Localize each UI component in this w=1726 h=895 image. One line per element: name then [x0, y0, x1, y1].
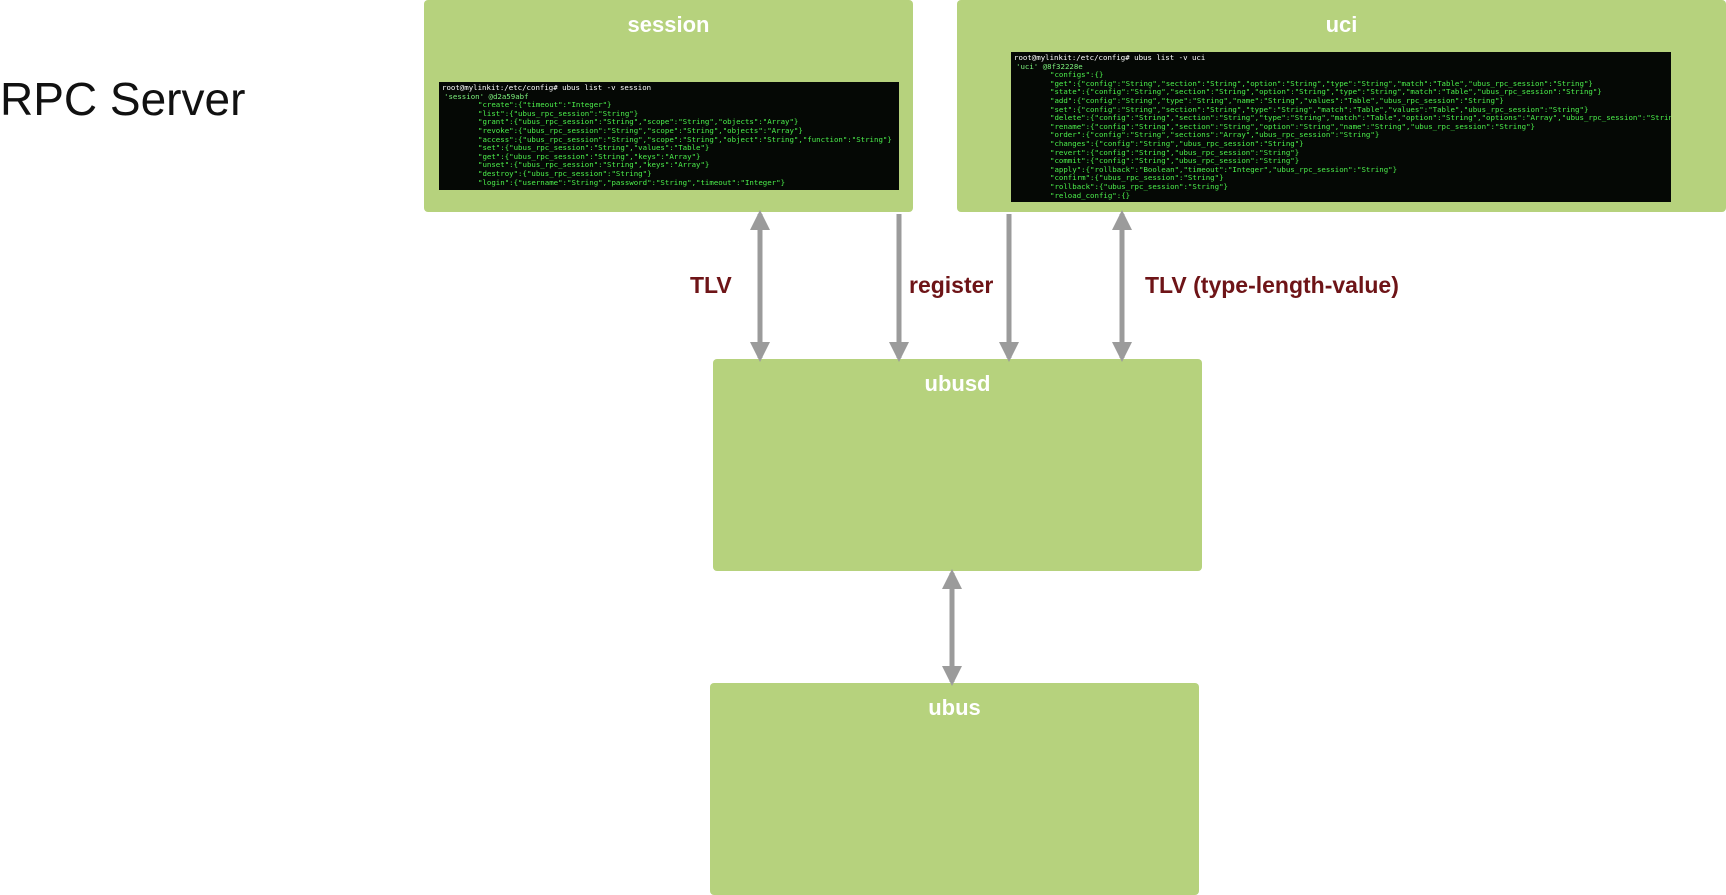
terminal-method-list: "create":{"timeout":"Integer"}"list":{"u…	[442, 101, 896, 187]
uci-node-label: uci	[1325, 12, 1358, 37]
edge-label-register: register	[909, 272, 994, 298]
ubusd-node-label: ubusd	[924, 371, 991, 396]
terminal-method-line: "changes":{"config":"String","ubus_rpc_s…	[1050, 138, 1304, 148]
terminal-method-line: "add":{"config":"String","type":"String"…	[1050, 95, 1504, 105]
edge-label-tlv-type-length-value: TLV (type-length-value)	[1145, 272, 1399, 298]
session-node-label: session	[627, 12, 710, 37]
uci-node: uci root@mylinkit:/etc/config# ubus list…	[957, 0, 1726, 212]
terminal-method-line: "apply":{"rollback":"Boolean","timeout":…	[1050, 164, 1398, 174]
terminal-method-line: "reload_config":{}	[1050, 190, 1131, 200]
session-node: session root@mylinkit:/etc/config# ubus …	[424, 0, 913, 212]
terminal-method-line: "grant":{"ubus_rpc_session":"String","sc…	[478, 117, 799, 127]
terminal-method-line: "set":{"config":"String","section":"Stri…	[1050, 104, 1589, 114]
terminal-method-line: "get":{"ubus_rpc_session":"String","keys…	[478, 151, 701, 161]
ubus-node: ubus	[710, 683, 1199, 895]
terminal-method-line: "access":{"ubus_rpc_session":"String","s…	[478, 134, 892, 144]
terminal-method-line: "commit":{"config":"String","ubus_rpc_se…	[1050, 156, 1300, 166]
uci-terminal: root@mylinkit:/etc/config# ubus list -v …	[1011, 52, 1671, 202]
terminal-method-line: "get":{"config":"String","section":"Stri…	[1050, 78, 1593, 88]
terminal-method-line: "delete":{"config":"String","section":"S…	[1050, 113, 1671, 123]
terminal-method-line: "rollback":{"ubus_rpc_session":"String"}	[1050, 181, 1228, 191]
terminal-method-line: "state":{"config":"String","section":"St…	[1050, 87, 1602, 97]
session-terminal: root@mylinkit:/etc/config# ubus list -v …	[439, 82, 899, 190]
terminal-method-line: "order":{"config":"String","sections":"A…	[1050, 130, 1380, 140]
terminal-prompt: root@mylinkit:/etc/config# ubus list -v …	[442, 83, 652, 92]
terminal-method-line: "list":{"ubus_rpc_session":"String"}	[478, 108, 639, 118]
ubusd-node: ubusd	[713, 359, 1202, 571]
edge-label-tlv: TLV	[690, 272, 732, 298]
terminal-method-line: "destroy":{"ubus_rpc_session":"String"}	[478, 168, 652, 178]
ubus-node-label: ubus	[928, 695, 981, 720]
terminal-method-line: "revoke":{"ubus_rpc_session":"String","s…	[478, 125, 803, 135]
terminal-method-line: "rename":{"config":"String","section":"S…	[1050, 121, 1535, 131]
terminal-method-line: "unset":{"ubus_rpc_session":"String","ke…	[478, 160, 710, 170]
terminal-prompt: root@mylinkit:/etc/config# ubus list -v …	[1014, 53, 1206, 62]
terminal-method-line: "revert":{"config":"String","ubus_rpc_se…	[1050, 147, 1300, 157]
terminal-method-line: "set":{"ubus_rpc_session":"String","valu…	[478, 143, 710, 153]
terminal-method-list: "configs":{}"get":{"config":"String","se…	[1014, 70, 1671, 200]
terminal-method-line: "confirm":{"ubus_rpc_session":"String"}	[1050, 173, 1224, 183]
terminal-method-line: "configs":{}	[1050, 70, 1104, 80]
page-title: RPC Server	[0, 73, 246, 125]
terminal-object-line: 'uci' @8f32228e	[1016, 61, 1083, 71]
terminal-object-line: 'session' @d2a59abf	[444, 91, 529, 101]
terminal-method-line: "login":{"username":"String","password":…	[478, 177, 786, 187]
terminal-method-line: "create":{"timeout":"Integer"}	[478, 100, 612, 110]
